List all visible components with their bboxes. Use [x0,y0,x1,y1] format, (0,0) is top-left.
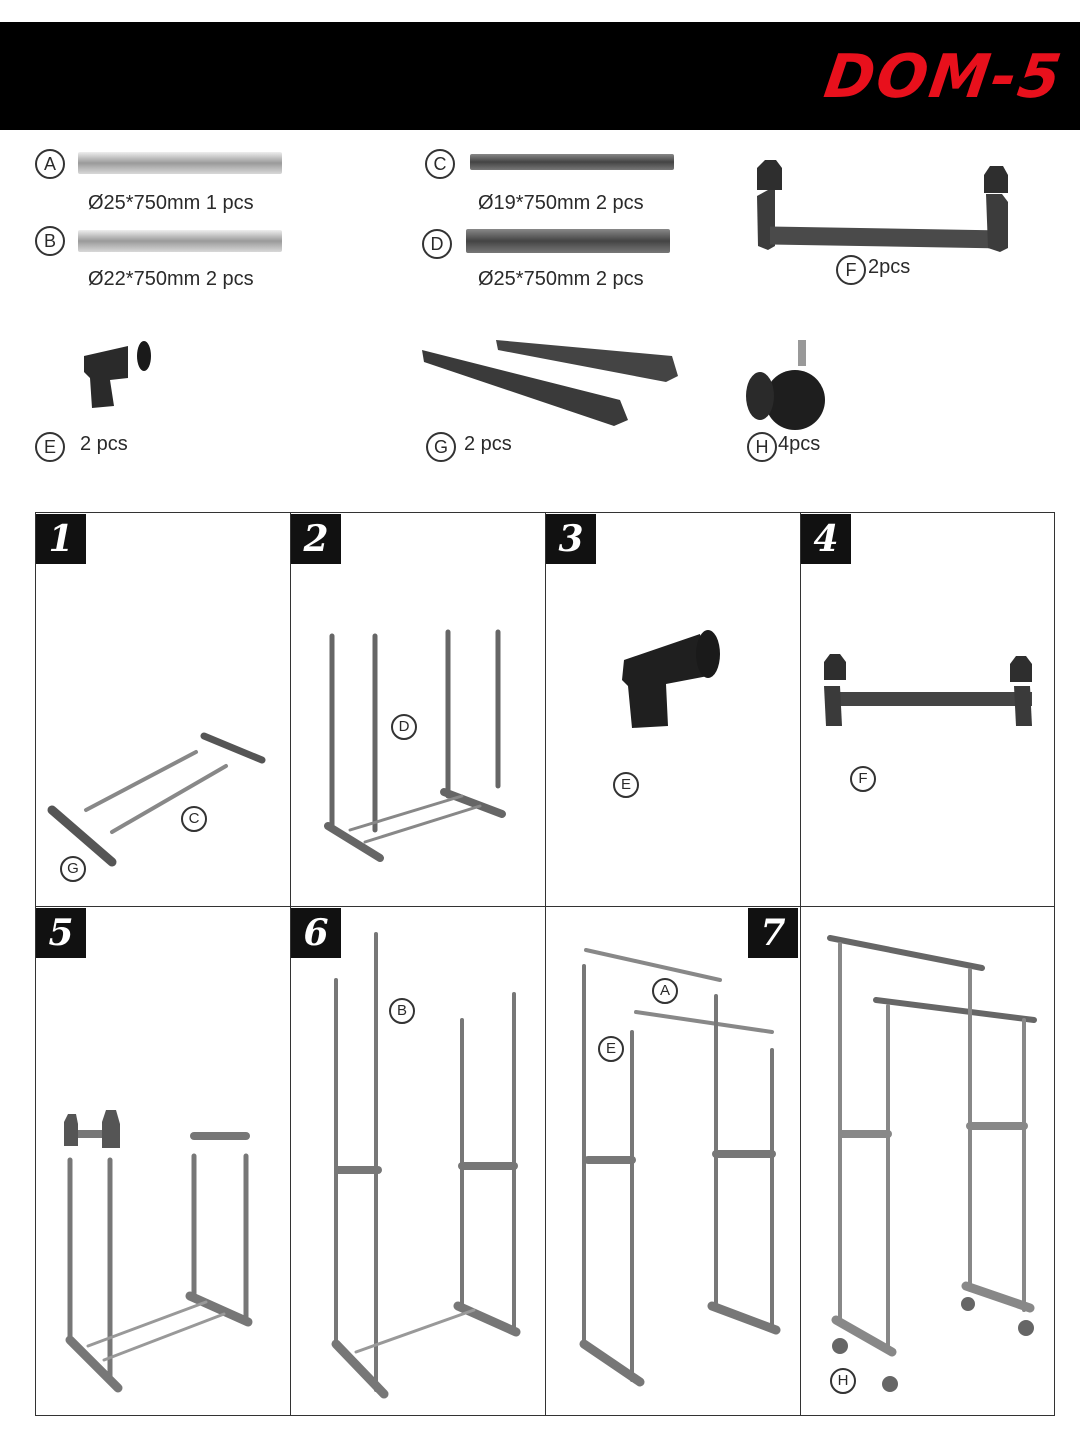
step-7-label-a: A [652,978,678,1004]
part-b-spec: Ø22*750mm 2 pcs [88,268,254,290]
part-f-marker: F [836,255,866,285]
step-7-panel [546,907,801,1415]
part-f-spec: 2pcs [868,256,911,278]
step-2-number: 2 [291,514,341,564]
part-d-tube [466,229,670,253]
step-1-number: 1 [36,514,86,564]
part-g-marker: G [426,432,456,462]
step-1-panel [36,513,291,907]
part-a-spec: Ø25*750mm 1 pcs [88,192,254,214]
part-b-tube [78,230,282,252]
part-e-spec: 2 pcs [80,433,128,455]
step-4-number: 4 [801,514,851,564]
part-h-spec: 4pcs [778,433,821,455]
part-c-spec: Ø19*750mm 2 pcs [478,192,644,214]
step-4-panel [801,513,1054,907]
step-7-number: 7 [748,908,798,958]
part-a-marker: A [35,149,65,179]
step-5-number: 5 [36,908,86,958]
header-bar: DOM-5 [0,22,1080,130]
step-3-number: 3 [546,514,596,564]
step-6-panel [291,907,546,1415]
part-b-marker: B [35,226,65,256]
step-6-label-b: B [389,998,415,1024]
step-7-label-e: E [598,1036,624,1062]
step-final-panel [801,907,1054,1415]
step-4-label-f: F [850,766,876,792]
part-f-image [84,160,1008,430]
part-d-marker: D [422,229,452,259]
step-1-label-c: C [181,806,207,832]
part-h-marker: H [747,432,777,462]
step-2-panel [291,513,546,907]
step-3-label-e: E [613,772,639,798]
step-final-label-h: H [830,1368,856,1394]
part-c-tube [470,154,674,170]
part-e-marker: E [35,432,65,462]
part-c-marker: C [425,149,455,179]
part-d-spec: Ø25*750mm 2 pcs [478,268,644,290]
part-g-spec: 2 pcs [464,433,512,455]
step-1-label-g: G [60,856,86,882]
part-a-tube [78,152,282,174]
step-3-panel [546,513,801,907]
step-6-number: 6 [291,908,341,958]
step-5-panel [36,907,291,1415]
step-2-label-d: D [391,714,417,740]
assembly-steps-grid [35,512,1055,1416]
